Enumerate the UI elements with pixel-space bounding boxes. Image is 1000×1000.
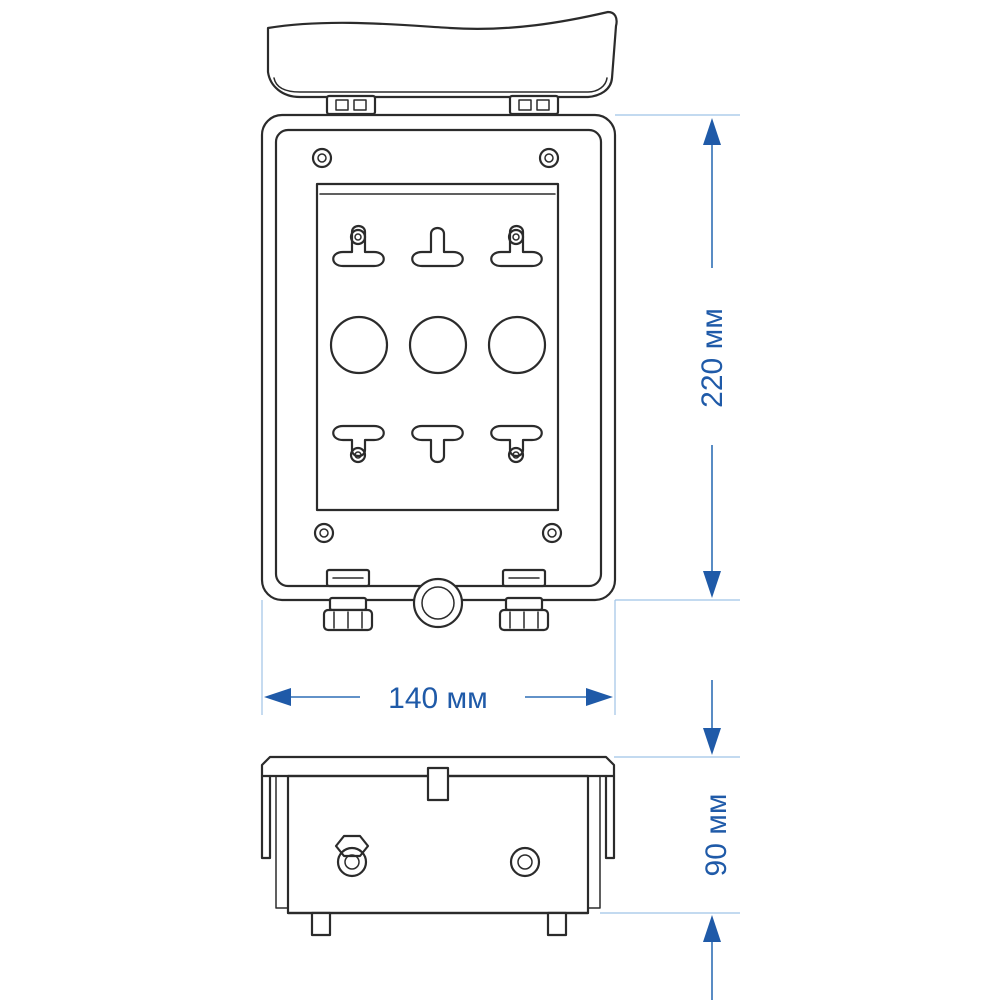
cable-gland-icon <box>498 596 550 632</box>
corner-screw-icon <box>538 147 560 169</box>
cable-gland-icon <box>322 596 374 632</box>
keyhole-slot-icon <box>411 424 464 464</box>
side-gland-icon <box>509 846 541 878</box>
keyhole-slot-icon <box>490 424 543 464</box>
knockout-hole <box>329 315 389 375</box>
width-label: 140 мм <box>388 682 488 715</box>
keyhole-slot-icon <box>332 224 385 268</box>
keyhole-slot-icon <box>490 224 543 268</box>
lock-ring-icon <box>412 577 464 629</box>
keyhole-slot-icon <box>332 424 385 464</box>
front-view <box>260 10 618 632</box>
latch-right <box>501 568 547 588</box>
enclosure-lid <box>266 10 618 99</box>
corner-screw-icon <box>541 522 563 544</box>
side-view <box>260 755 616 937</box>
dimension-height: 220 мм <box>696 118 729 598</box>
enclosure-body <box>260 113 617 602</box>
side-gland-icon <box>334 834 370 878</box>
hinge-right <box>508 94 560 116</box>
depth-label: 90 мм <box>700 794 733 877</box>
latch-left <box>325 568 371 588</box>
corner-screw-icon <box>313 522 335 544</box>
keyhole-slot-icon <box>411 226 464 268</box>
dimension-depth: 90 мм <box>700 680 733 1000</box>
dimension-width: 140 мм <box>264 682 613 715</box>
corner-screw-icon <box>311 147 333 169</box>
knockout-hole <box>487 315 547 375</box>
knockout-hole <box>408 315 468 375</box>
hinge-left <box>325 94 377 116</box>
mounting-plate <box>315 182 560 512</box>
height-label: 220 мм <box>696 308 729 408</box>
